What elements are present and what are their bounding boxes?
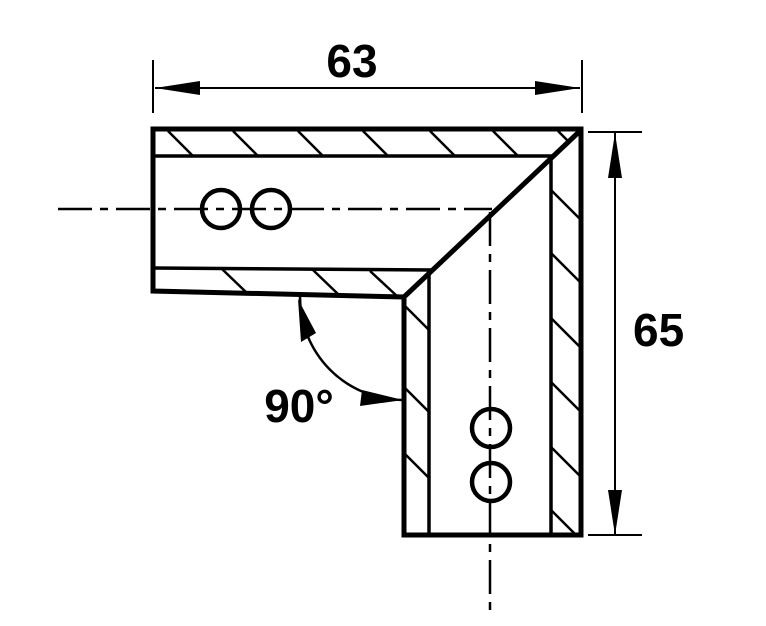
hatch-line (557, 130, 570, 143)
centerlines (58, 207, 492, 612)
dimension-arrowhead-left (155, 81, 200, 95)
hatch-line (550, 189, 581, 220)
angle-dimension-label: 90° (264, 380, 334, 432)
dimension-arrowhead-bottom (608, 490, 622, 535)
hatch-line (403, 452, 430, 479)
hatch-line (167, 130, 194, 157)
hatch-line (429, 130, 456, 157)
hatch-line (369, 270, 399, 298)
hatch-line (297, 130, 324, 157)
part-cross-section (58, 126, 584, 612)
miter-joint-line (402, 128, 583, 299)
angle-dimension: 90° (264, 296, 404, 432)
hatch-line (550, 446, 581, 477)
height-dimension: 65 (588, 131, 684, 536)
section-hatching (167, 130, 581, 536)
hatch-line (550, 381, 581, 412)
dimension-arrowhead-top (608, 133, 622, 178)
width-dimension-label: 63 (326, 35, 377, 87)
hatch-line (550, 509, 577, 536)
hatch-line (403, 304, 430, 331)
bottom-wall-inner-edge (152, 266, 434, 272)
hatch-line (362, 130, 389, 157)
hatch-line (232, 130, 259, 157)
hatch-line (492, 130, 519, 157)
hatch-line (312, 269, 340, 296)
inner-wall-edges (152, 154, 553, 535)
hatch-line (550, 317, 581, 348)
angle-arrowhead-upper (298, 299, 316, 342)
height-dimension-label: 65 (633, 304, 684, 356)
dimension-arrowhead-right (535, 81, 580, 95)
hatch-line (221, 268, 249, 295)
width-dimension: 63 (152, 35, 583, 113)
hatch-line (550, 252, 581, 283)
angle-arrowhead-right (360, 390, 403, 406)
hatch-line (403, 386, 430, 413)
